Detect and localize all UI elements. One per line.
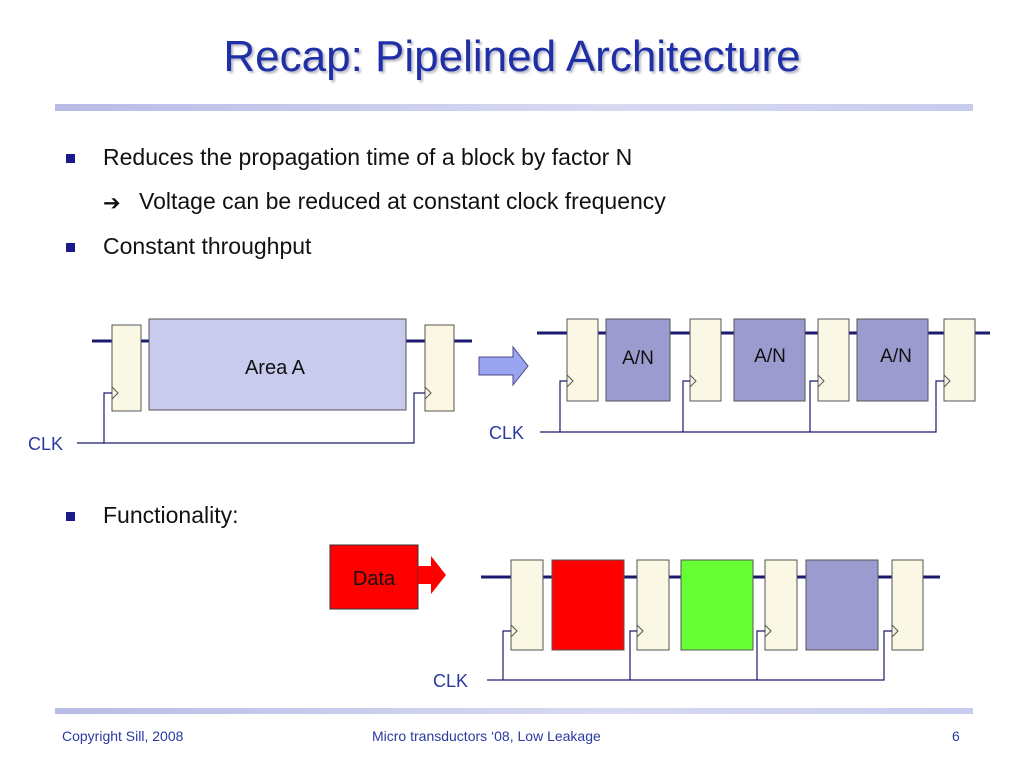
transform-arrow-icon	[478, 345, 529, 387]
stage-block-green	[680, 559, 754, 651]
pipeline-register	[891, 559, 924, 651]
footer-course: Micro transductors ‘08, Low Leakage	[372, 728, 601, 744]
title-underline	[55, 104, 973, 111]
bullet-constant-throughput: Constant throughput	[103, 233, 312, 259]
pipeline-register	[566, 318, 599, 402]
area-a-block	[148, 318, 407, 411]
clk-label: CLK	[489, 423, 524, 443]
clock-wire	[559, 380, 944, 433]
bullet-voltage-reduced: Voltage can be reduced at constant clock…	[139, 188, 666, 214]
bullet-reduces-propagation: Reduces the propagation time of a block …	[103, 144, 633, 170]
clock-edge-marker	[111, 386, 119, 400]
clock-edge-marker	[636, 624, 644, 638]
clock-edge-marker	[817, 374, 825, 388]
clock-wire	[682, 380, 690, 432]
stage-block	[605, 318, 671, 402]
clock-edge-marker	[510, 624, 518, 638]
single-block-diagram: Area A CLK	[28, 318, 472, 454]
slide-title: Recap: Pipelined Architecture	[223, 32, 801, 81]
stage-label: A/N	[754, 346, 786, 367]
bullet-marker	[66, 154, 75, 163]
clk-label: CLK	[28, 434, 63, 454]
stage-block	[856, 318, 929, 402]
stage-label: A/N	[622, 348, 654, 369]
output-register	[424, 324, 455, 412]
clock-edge-marker	[689, 374, 697, 388]
data-arrow-icon	[418, 556, 446, 594]
pipeline-register	[943, 318, 976, 402]
stage-block-lavender	[805, 559, 879, 651]
bullet-marker	[66, 243, 75, 252]
clock-edge-marker	[566, 374, 574, 388]
clock-edge-marker	[891, 624, 899, 638]
pipeline-register	[764, 559, 798, 651]
bullet-marker	[66, 512, 75, 521]
clk-label: CLK	[433, 671, 468, 691]
pipeline-register	[817, 318, 850, 402]
page-number: 6	[952, 728, 960, 744]
right-arrow-icon: ➔	[103, 191, 121, 215]
data-label: Data	[353, 568, 396, 590]
pipelined-diagram: A/N A/N A/N CLK	[489, 318, 990, 443]
footer-divider	[55, 708, 973, 714]
clock-wire	[502, 630, 892, 681]
bullet-functionality: Functionality:	[103, 502, 239, 528]
stage-label: A/N	[880, 346, 912, 367]
clock-wire	[756, 630, 765, 680]
clock-edge-marker	[424, 386, 432, 400]
pipeline-register	[689, 318, 722, 402]
stage-block	[733, 318, 806, 402]
data-block	[329, 544, 419, 610]
functionality-diagram: Data CLK	[329, 544, 940, 691]
clock-wire	[103, 392, 425, 444]
input-register	[111, 324, 142, 412]
clock-wire	[629, 630, 637, 680]
clock-edge-marker	[943, 374, 951, 388]
area-a-label: Area A	[245, 357, 306, 379]
pipeline-register	[510, 559, 544, 651]
pipeline-register	[636, 559, 670, 651]
clock-edge-marker	[764, 624, 772, 638]
footer-copyright: Copyright Sill, 2008	[62, 728, 184, 744]
clock-wire	[809, 380, 818, 432]
stage-block-red	[551, 559, 625, 651]
